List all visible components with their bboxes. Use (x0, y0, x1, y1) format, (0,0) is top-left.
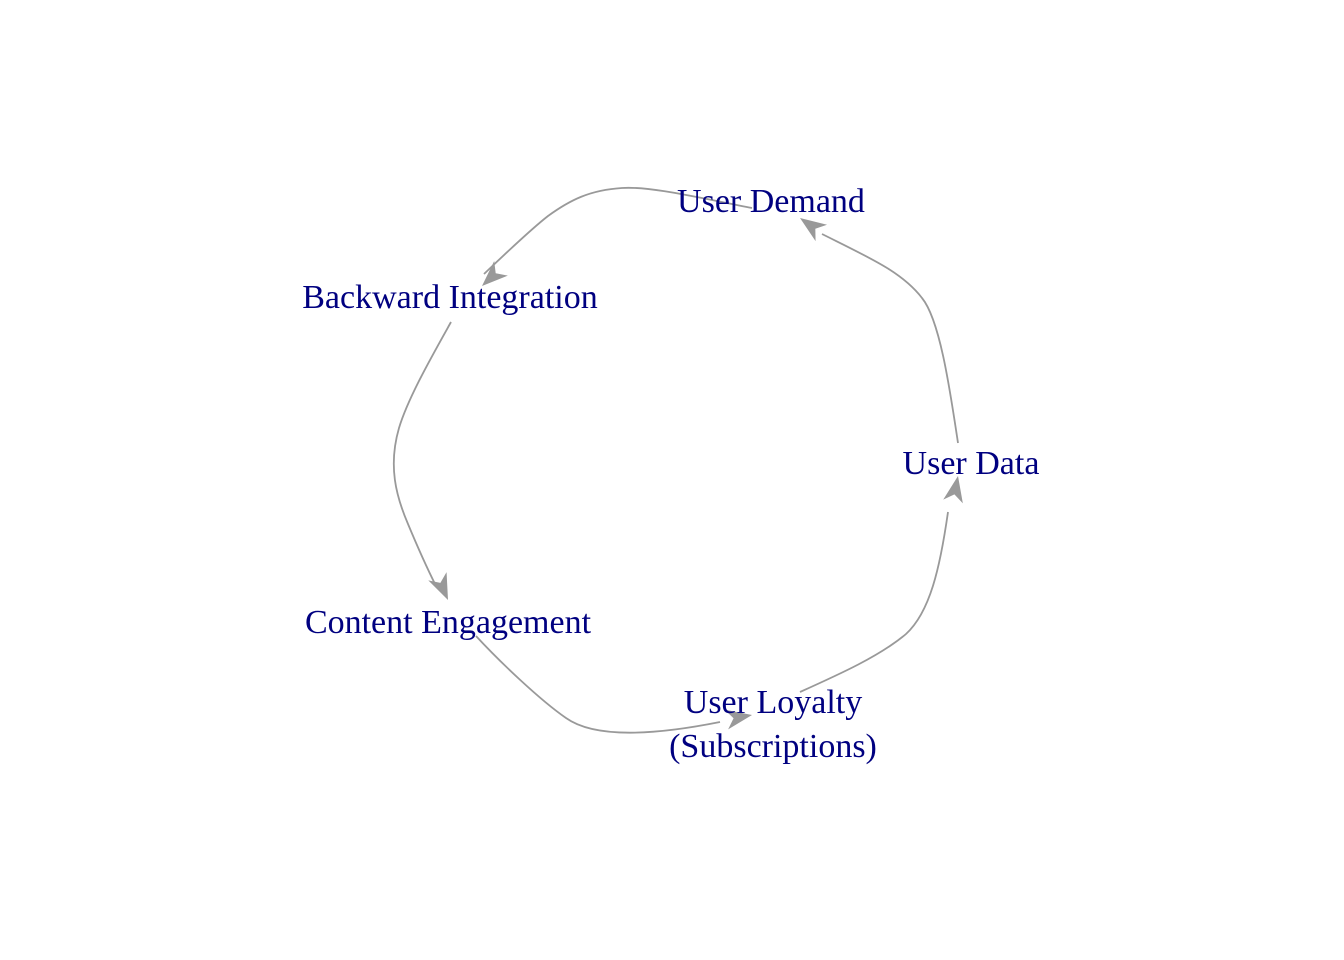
arrowhead-user-data (943, 476, 963, 504)
node-label-line: User Data (903, 445, 1040, 482)
edge-user-data-to-user-demand (821, 233, 959, 444)
edge-user-demand-to-backward-integration (483, 186, 753, 275)
node-label-line: User Loyalty (684, 684, 862, 721)
node-label-line: (Subscriptions) (669, 728, 877, 765)
node-user-data: User Data (903, 445, 1040, 482)
edge-content-engagement-to-user-loyalty (475, 635, 721, 734)
node-content-engagement: Content Engagement (305, 604, 592, 641)
node-user-loyalty: User Loyalty (Subscriptions) (669, 684, 877, 765)
arrowhead-content-engagement (428, 572, 448, 600)
node-user-demand: User Demand (677, 183, 865, 220)
edge-backward-integration-to-content-engagement (392, 321, 452, 587)
arrowhead-user-demand (800, 218, 828, 242)
edge-user-loyalty-to-user-data (799, 511, 949, 693)
node-label-line: User Demand (677, 183, 865, 220)
node-label-line: Content Engagement (305, 604, 592, 641)
edges-layer (392, 186, 963, 734)
arrowhead-backward-integration (482, 260, 508, 286)
arrowhead-user-loyalty (724, 709, 752, 730)
node-label-line: Backward Integration (302, 279, 598, 316)
node-backward-integration: Backward Integration (302, 279, 598, 316)
